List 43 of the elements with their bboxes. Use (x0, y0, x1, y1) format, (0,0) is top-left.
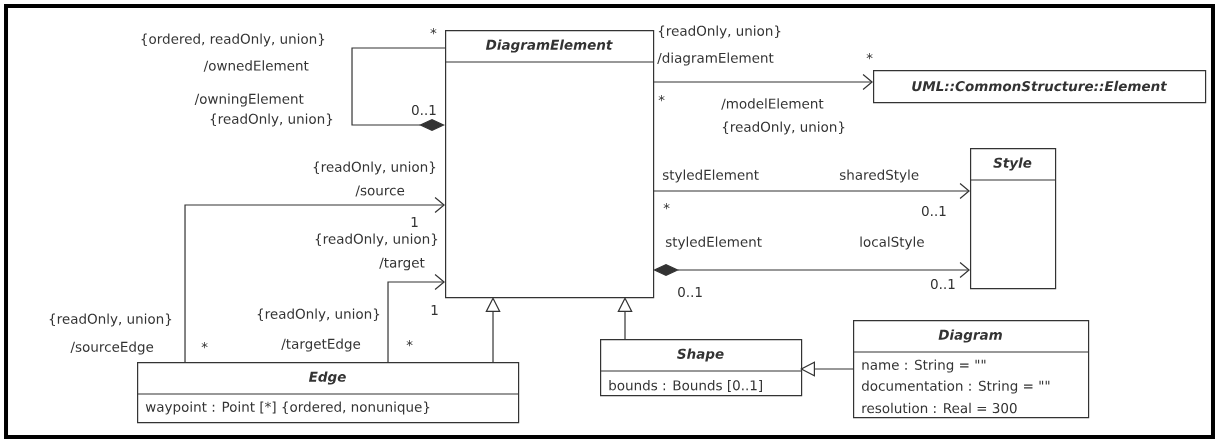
multiplicity-label: 0..1 (921, 205, 946, 217)
multiplicity-label: 0..1 (930, 278, 955, 290)
role-name: /source (355, 185, 405, 197)
role-name: /sourceEdge (70, 341, 154, 355)
association-line (652, 182, 970, 200)
class-box: DiagramElement (444, 30, 655, 299)
multiplicity-label: 1 (431, 305, 438, 315)
association-line (652, 73, 873, 91)
association-line (184, 196, 445, 363)
constraint-label: {ordered, readOnly, union} (141, 33, 325, 47)
multiplicity-label: * (658, 95, 665, 102)
multiplicity-label: * (663, 203, 670, 210)
association-line (617, 297, 633, 340)
association-line (653, 261, 970, 279)
constraint-label: {readOnly, union} (722, 121, 845, 135)
role-name: localStyle (860, 236, 924, 250)
class-box: UML::CommonStructure::Element (873, 70, 1207, 104)
role-name: /ownedElement (203, 60, 309, 72)
multiplicity-label: 1 (411, 217, 418, 227)
association-line (485, 297, 501, 363)
class-box: Shape bounds : Bounds [0..1] (599, 339, 803, 397)
multiplicity-label: * (201, 342, 208, 349)
role-name: styledElement (662, 169, 759, 183)
role-name: styledElement (665, 236, 762, 250)
class-box: Style (969, 148, 1057, 290)
constraint-label: {readOnly, union} (658, 25, 781, 39)
constraint-label: {readOnly, union} (49, 313, 172, 327)
role-name: /target (379, 257, 425, 271)
multiplicity-label: * (430, 28, 437, 35)
multiplicity-label: * (406, 340, 413, 347)
multiplicity-label: 0..1 (411, 104, 436, 116)
role-name: sharedStyle (839, 169, 919, 183)
role-name: /modelElement (721, 98, 824, 110)
class-box: Diagram name : String = "" documentation : String = "" resolution : Real = 300 (852, 320, 1090, 419)
role-name: /owningElement (194, 93, 304, 107)
association-line (800, 361, 854, 377)
association-line (387, 273, 445, 363)
multiplicity-label: 0..1 (678, 286, 702, 298)
class-box: Edge waypoint : Point [*] {ordered, nonunique} (136, 362, 520, 424)
constraint-label: {readOnly, union} (210, 113, 333, 127)
association-line (351, 47, 446, 131)
multiplicity-label: * (866, 53, 873, 60)
constraint-label: {readOnly, union} (257, 308, 380, 322)
